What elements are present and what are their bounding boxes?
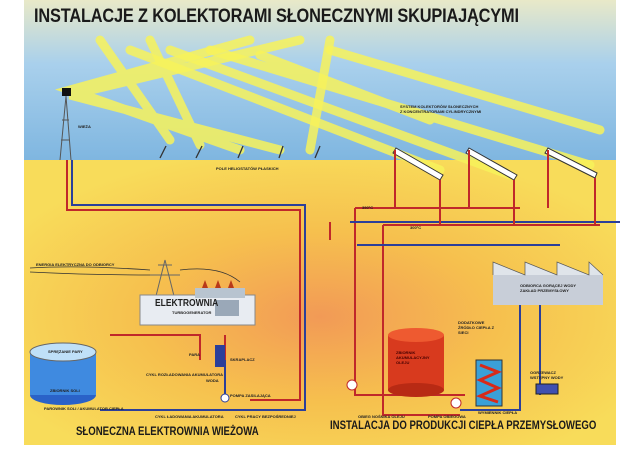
temp-cold-label: 300°C (410, 225, 422, 230)
water-heater-label: OGRZEWACZ WSTĘPNY WODY (530, 370, 564, 380)
storage-tank (29, 342, 97, 405)
condenser-label: SKRAPLACZ (230, 357, 255, 362)
factory-label: ODBIORCA GORĄCEJ WODY ZAKŁAD PRZEMYSŁOWY (520, 283, 577, 293)
condenser (215, 345, 225, 367)
section-title-industrial-heat: INSTALACJA DO PRODUKCJI CIEPŁA PRZEMYSŁO… (330, 418, 597, 432)
oil-tank-label: ZBIORNIK AKUMULACYJNY OLEJU (396, 350, 430, 365)
cold-pipe (71, 160, 620, 411)
factory (492, 261, 604, 305)
feed-pump (220, 393, 230, 403)
hot-pipe (66, 160, 465, 416)
oil-pump (346, 379, 358, 391)
heliostats-label: POLE HELIOSTATÓW PŁASKICH (216, 166, 279, 171)
solar-tower (59, 88, 72, 161)
power-pylon (150, 259, 180, 301)
parabolic-troughs (392, 147, 598, 181)
storage-tank-label: ZBIORNIK SOLI (50, 388, 80, 393)
grid-label: ENERGIA ELEKTRYCZNA DO ODBIORCY (36, 262, 115, 267)
plant-label: ELEKTROWNIA (155, 298, 219, 309)
section-title-tower-plant: SŁONECZNA ELEKTROWNIA WIEŻOWA (76, 424, 259, 438)
extra-heat-label: DODATKOWE ŹRÓDŁO CIEPŁA Z SIECI (458, 320, 495, 335)
collectors-label-2: Z KONCENTRATORAMI CYLINDRYCZNYMI (400, 109, 482, 114)
direct-cycle-label: CYKL PRACY BEZPOŚREDNIEJ (235, 414, 296, 419)
power-plant-building (139, 280, 256, 326)
heliostats (159, 145, 321, 159)
heat-exchanger (475, 359, 503, 407)
discharge-cycle-label: CYKL ROZŁADOWANIA AKUMULATORA (146, 372, 224, 377)
tower-label: WIEŻA (78, 124, 91, 129)
page-title: INSTALACJE Z KOLEKTORAMI SŁONECZNYMI SKU… (34, 6, 519, 27)
steam-label: PARA (189, 352, 201, 357)
temp-hot-label: 390°C (362, 205, 374, 210)
turbogenerator-label: TURBOGENERATOR (172, 310, 212, 315)
exchanger-label: WYMIENNIK CIEPŁA (478, 410, 518, 415)
storage-label: PAROWNIK SOLI / AKUMULATOR CIEPŁA (44, 406, 124, 411)
water-heater (535, 383, 559, 395)
circulation-pump-label: POMPA OBIEGOWA (428, 414, 466, 419)
sun-beams (55, 35, 605, 180)
collectors-label-1: SYSTEM KOLEKTORÓW SŁONECZNYCH (400, 104, 479, 109)
water-label: WODA (206, 378, 219, 383)
oil-loop-label: OBIEG NOŚNIKA OLEJU (358, 414, 405, 419)
circulation-pump (450, 397, 462, 409)
oil-tank (388, 328, 444, 397)
charge-cycle-label: CYKL ŁADOWANIA AKUMULATORA (155, 414, 224, 419)
pump-label: POMPA ZASILAJĄCA (230, 393, 271, 398)
steam-tank-label: SPRĘŻANIE PARY (48, 349, 83, 354)
